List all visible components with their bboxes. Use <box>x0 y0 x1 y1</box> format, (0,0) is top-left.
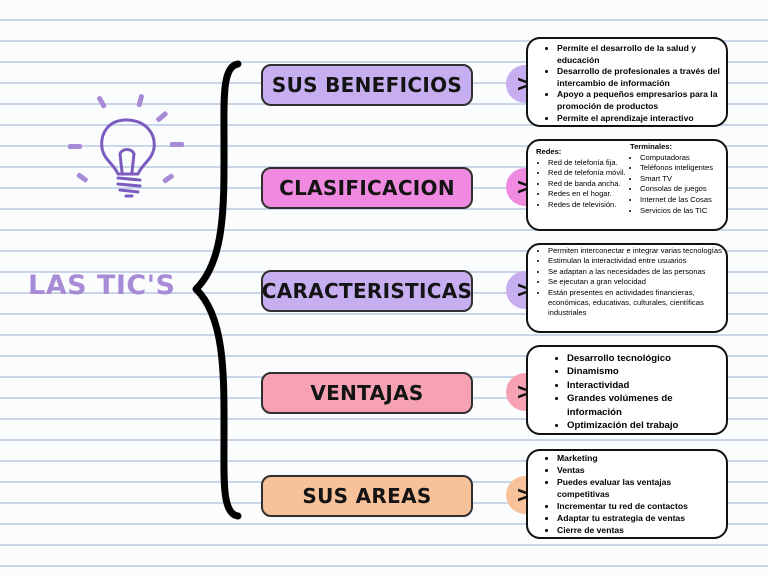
list-item: Grandes volúmenes de información <box>567 392 720 419</box>
list-item: Internet de las Cosas <box>640 195 726 206</box>
terminales-header: Terminales: <box>630 142 673 151</box>
list-item: Redes en el hogar. <box>548 189 632 200</box>
curly-brace <box>192 60 242 520</box>
list-item: Interactividad <box>567 379 720 392</box>
list-item: Servicios de las TIC <box>640 206 726 217</box>
list-item: Incrementar tu red de contactos <box>557 500 720 512</box>
card-ventajas: Desarrollo tecnológico Dinamismo Interac… <box>526 345 728 435</box>
list-item: Apoyo a pequeños empresarios para la pro… <box>557 89 720 112</box>
list-item: Redes de televisión. <box>548 200 632 211</box>
card-beneficios: Permite el desarrollo de la salud y educ… <box>526 37 728 127</box>
list-item: Permite el aprendizaje interactivo <box>557 113 720 125</box>
list-item: Computadoras <box>640 153 726 164</box>
list-item: Marketing <box>557 452 720 464</box>
list-item: Permite el desarrollo de la salud y educ… <box>557 43 720 66</box>
list-item: Red de telefonía fija. <box>548 158 632 169</box>
branch-pill-ventajas: VENTAJAS <box>261 372 473 414</box>
list-item: Se ejecutan a gran velocidad <box>548 277 722 287</box>
list-item: Consolas de juegos <box>640 184 726 195</box>
list-item: Permiten interconectar e integrar varias… <box>548 246 722 256</box>
main-title: LAS TIC'S <box>28 270 176 301</box>
list-item: Puedes evaluar las ventajas competitivas <box>557 476 720 500</box>
list-item: Dinamismo <box>567 365 720 378</box>
list-item: Smart TV <box>640 174 726 185</box>
branch-pill-caracteristicas: CARACTERISTICAS <box>261 270 473 312</box>
list-item: Desarrollo tecnológico <box>567 352 720 365</box>
list-item: Cierre de ventas <box>557 524 720 536</box>
list-item: Optimización del trabajo <box>567 419 720 432</box>
list-item: Adaptar tu estrategia de ventas <box>557 512 720 524</box>
branch-pill-beneficios: SUS BENEFICIOS <box>261 64 473 106</box>
light-bulb-icon <box>68 94 184 198</box>
list-item: Red de telefonía móvil. <box>548 168 632 179</box>
branch-pill-areas: SUS AREAS <box>261 475 473 517</box>
redes-column: Redes: Red de telefonía fija. Red de tel… <box>536 147 632 211</box>
card-caracteristicas: Permiten interconectar e integrar varias… <box>526 243 728 333</box>
card-clasificacion: Redes: Red de telefonía fija. Red de tel… <box>526 139 728 231</box>
redes-header: Redes: <box>536 147 562 156</box>
terminales-column: Terminales: Computadoras Teléfonos intel… <box>628 142 726 217</box>
card-areas: Marketing Ventas Puedes evaluar las vent… <box>526 449 728 539</box>
list-item: Están presentes en actividades financier… <box>548 288 722 319</box>
list-item: Ventas <box>557 464 720 476</box>
list-item: Desarrollo de profesionales a través del… <box>557 66 720 89</box>
list-item: Se adaptan a las necesidades de las pers… <box>548 267 722 277</box>
list-item: Estimulan la interactividad entre usuari… <box>548 256 722 266</box>
list-item: Teléfonos inteligentes <box>640 163 726 174</box>
branch-pill-clasificacion: CLASIFICACION <box>261 167 473 209</box>
list-item: Red de banda ancha. <box>548 179 632 190</box>
